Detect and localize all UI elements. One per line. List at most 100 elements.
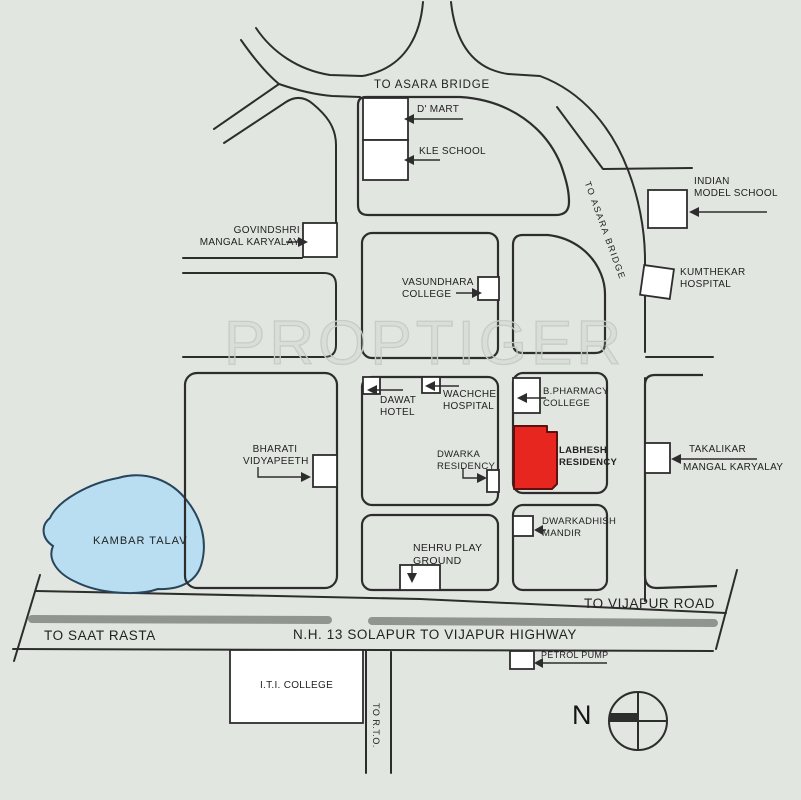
label-dwarka-line2: RESIDENCY bbox=[437, 460, 496, 472]
label-dawat-line1: DAWAT bbox=[380, 395, 417, 406]
bharati-leader bbox=[257, 467, 305, 478]
dmart-arrow bbox=[404, 114, 414, 124]
label-labhesh-line2: RESIDENCY bbox=[559, 456, 618, 468]
highway-right-end bbox=[715, 569, 738, 650]
label-dwarkadhish-line2: MANDIR bbox=[542, 527, 582, 539]
govindshri-box bbox=[302, 222, 338, 258]
label-indian-model-school: INDIAN MODEL SCHOOL bbox=[694, 176, 778, 200]
kumthekar-hospital-box bbox=[639, 264, 675, 300]
label-dwarka-line1: DWARKA bbox=[437, 449, 481, 460]
label-wachche-hospital: WACHCHE HOSPITAL bbox=[443, 389, 496, 413]
nehru-playground-box bbox=[399, 564, 441, 591]
label-kumthekar-hospital: KUMTHEKAR HOSPITAL bbox=[680, 267, 745, 291]
label-govindshri-line1: GOVINDSHRI bbox=[233, 225, 300, 236]
label-takalikar-line2: MANGAL KARYALAY bbox=[683, 462, 784, 473]
label-bpharmacy-line2: COLLEGE bbox=[543, 397, 590, 409]
block-east bbox=[643, 373, 718, 590]
road-to-bridge-up-left bbox=[361, 1, 424, 77]
kambar-talav-lake bbox=[42, 474, 205, 595]
label-labhesh-residency: LABHESH RESIDENCY bbox=[559, 445, 617, 468]
takalikar-box bbox=[644, 442, 671, 474]
label-vasundhara-line2: COLLEGE bbox=[402, 289, 452, 301]
label-nehru-line2: GROUND bbox=[413, 554, 462, 567]
label-bharati-vidyapeeth: BHARATI VIDYAPEETH bbox=[243, 444, 309, 468]
block-west-mid-outline bbox=[182, 272, 337, 358]
dwarkadhish-arrow bbox=[534, 525, 543, 535]
bpharmacy-arrow bbox=[517, 393, 527, 403]
petrol-arrow bbox=[534, 658, 543, 668]
label-govindshri-line2: MANGAL KARYALAY bbox=[199, 237, 300, 249]
indian-model-arrow bbox=[689, 207, 699, 217]
label-kumthekar-line1: KUMTHEKAR bbox=[680, 267, 746, 278]
dwarka-residency-box bbox=[486, 469, 500, 493]
road-top-right-and-asara-diagonal bbox=[507, 73, 646, 353]
label-petrol-pump: PETROL PUMP bbox=[541, 650, 609, 660]
label-dmart: D' MART bbox=[417, 104, 460, 115]
label-indian-line1: INDIAN bbox=[694, 176, 730, 187]
label-dawat-hotel: DAWAT HOTEL bbox=[380, 395, 416, 419]
label-to-asara-bridge-top: TO ASARA BRIDGE bbox=[374, 79, 490, 91]
vasundhara-box bbox=[477, 276, 500, 301]
govindshri-arrow bbox=[298, 237, 308, 247]
label-kumthekar-line2: HOSPITAL bbox=[680, 279, 732, 291]
label-bpharmacy-line1: B.PHARMACY bbox=[543, 386, 609, 397]
label-takalikar-line1: TAKALIKAR bbox=[689, 444, 746, 455]
highway-top-line bbox=[35, 590, 727, 614]
bharati-arrow bbox=[301, 472, 311, 482]
dwarkadhish-mandir-box bbox=[512, 515, 534, 537]
label-govindshri: GOVINDSHRI MANGAL KARYALAY bbox=[190, 225, 300, 249]
iti-college-box bbox=[229, 649, 364, 724]
label-dwarkadhish-line1: DWARKADHISH bbox=[542, 516, 617, 527]
dwarka-arrow bbox=[477, 473, 487, 483]
label-dwarkadhish-mandir: DWARKADHISH MANDIR bbox=[542, 516, 616, 539]
indian-model-school-box bbox=[647, 189, 688, 229]
label-bharati-line1: BHARATI bbox=[252, 444, 298, 455]
bharati-vidyapeeth-box bbox=[312, 454, 338, 488]
label-nehru-playground: NEHRU PLAY GROUND bbox=[413, 542, 482, 568]
kle-school-box bbox=[362, 139, 409, 181]
label-indian-line2: MODEL SCHOOL bbox=[694, 188, 778, 200]
road-to-bridge-up-right bbox=[450, 1, 509, 75]
labhesh-residency-highlight bbox=[513, 425, 558, 490]
label-kle-school: KLE SCHOOL bbox=[419, 146, 486, 157]
block-mid-right bbox=[511, 233, 607, 355]
label-bharati-line2: VIDYAPEETH bbox=[243, 456, 309, 468]
label-dawat-line2: HOTEL bbox=[380, 407, 415, 419]
road-nw-lower bbox=[213, 39, 280, 130]
label-dwarka-residency: DWARKA RESIDENCY bbox=[437, 449, 495, 472]
dwarka-leader bbox=[462, 468, 481, 479]
label-nh13-highway: N.H. 13 SOLAPUR TO VIJAPUR HIGHWAY bbox=[293, 627, 577, 642]
highway-median-left bbox=[28, 615, 332, 624]
label-to-rto: TO R.T.O. bbox=[371, 703, 381, 748]
label-to-vijapur-road: TO VIJAPUR ROAD bbox=[584, 596, 716, 611]
label-bpharmacy-college: B.PHARMACY COLLEGE bbox=[543, 386, 609, 409]
nehru-arrow bbox=[407, 573, 417, 583]
compass-north-pointer bbox=[609, 713, 638, 722]
road-top-bottom-edge bbox=[278, 83, 361, 98]
wachche-arrow bbox=[425, 381, 435, 391]
label-to-saat-rasta: TO SAAT RASTA bbox=[44, 628, 156, 643]
dmart-box bbox=[362, 97, 409, 141]
petrol-pump-box bbox=[509, 650, 535, 670]
label-vasundhara-college: VASUNDHARA COLLEGE bbox=[402, 277, 474, 301]
compass-north-letter: N bbox=[572, 700, 592, 730]
takalikar-arrow bbox=[671, 454, 681, 464]
block-dmart bbox=[356, 95, 571, 217]
road-stub-lower bbox=[223, 96, 337, 223]
block-dwarkadhish bbox=[511, 503, 609, 592]
highway-median-right bbox=[368, 617, 718, 627]
label-kambar-talav: KAMBAR TALAV bbox=[93, 535, 188, 547]
label-wachche-line2: HOSPITAL bbox=[443, 401, 495, 413]
road-ne-boundary bbox=[556, 106, 693, 170]
proptiger-watermark: PROPTIGER bbox=[223, 308, 626, 378]
vasundhara-arrow bbox=[472, 288, 482, 298]
label-vasundhara-line1: VASUNDHARA bbox=[402, 277, 474, 288]
kle-arrow bbox=[404, 155, 414, 165]
dawat-arrow bbox=[367, 385, 377, 395]
highway-left-end bbox=[13, 574, 41, 662]
label-nehru-line1: NEHRU PLAY bbox=[413, 542, 483, 554]
label-iti-college: I.T.I. COLLEGE bbox=[259, 680, 334, 691]
label-labhesh-line1: LABHESH bbox=[559, 445, 608, 456]
